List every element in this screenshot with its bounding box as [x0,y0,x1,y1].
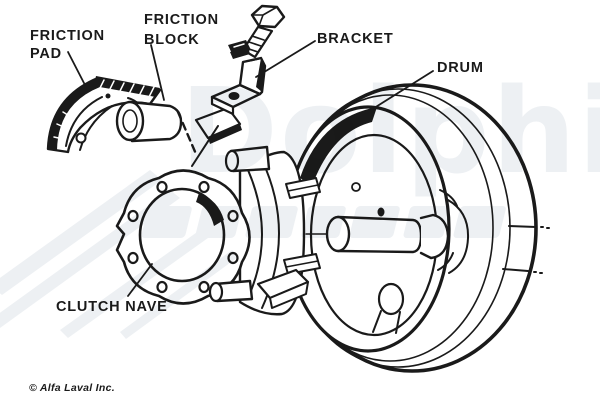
label-drum: DRUM [437,60,484,76]
label-friction-pad-line2: PAD [30,46,62,62]
bracket-drawing [210,56,267,116]
watermark-tagline-ghost [141,206,506,238]
watermark-word: Dolphin [180,62,600,200]
lining-hatch [53,79,155,140]
label-friction-block-line1: FRICTION [144,12,219,28]
center-lines [502,225,550,274]
label-clutch-nave: CLUTCH NAVE [56,299,168,315]
label-friction-block-line2: BLOCK [144,32,200,48]
watermark: Dolphin [0,62,600,339]
friction-block-drawing [115,100,198,156]
drum-shadow [300,107,377,186]
watermark-stripes [0,170,238,339]
alignment-dashes [176,110,198,156]
label-bracket: BRACKET [317,31,394,47]
leader-friction-pad [67,51,86,86]
leader-bracket [255,40,316,78]
bolt-drawing [228,4,286,59]
labels: FRICTION PAD FRICTION BLOCK BRACKET DRUM… [29,12,484,394]
label-friction-pad-line1: FRICTION [30,28,105,44]
copyright-notice: © Alfa Laval Inc. [29,382,115,394]
leader-drum [370,70,434,111]
leader-friction-block [150,44,165,101]
